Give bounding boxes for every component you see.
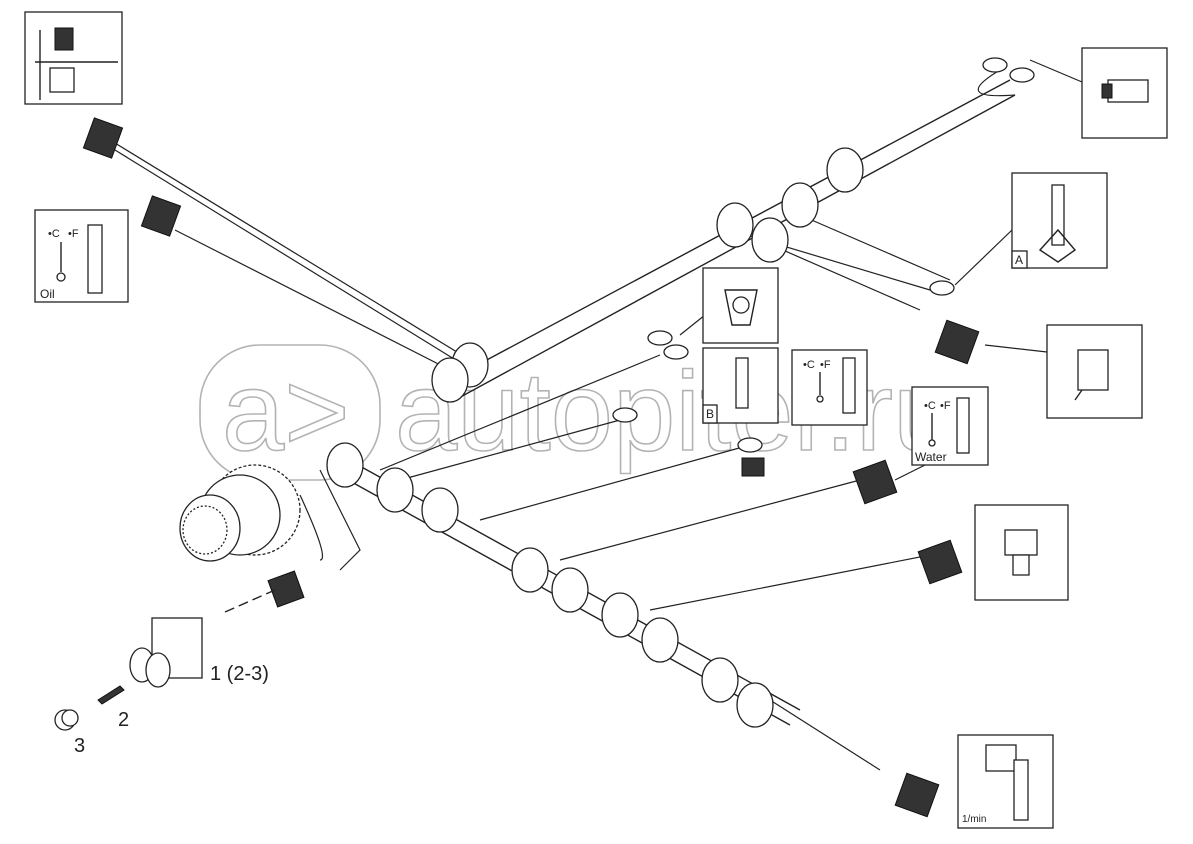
callout-b-sensor: B [702,347,779,424]
harness-sleeves [326,147,864,728]
callout-pressure-sensor [1046,324,1143,419]
harness-wires [109,69,1016,771]
callout-water-sensor: •C •F Water [911,386,989,466]
callout-a-label: A [1015,253,1023,267]
callout-shield [702,267,779,344]
speed-label: 1/min [962,814,986,825]
callout-starter [1081,47,1168,139]
callout-engine-box [24,11,123,105]
callout-temp-sensor: •C •F [791,349,868,426]
callout-pressure-switch [974,504,1069,601]
unit-fahrenheit: •F [68,228,79,240]
ring-terminals [612,57,1035,453]
unit-celsius: •C [803,359,815,371]
main-round-connector [179,464,301,562]
unit-celsius: •C [924,400,936,412]
unit-fahrenheit: •F [820,359,831,371]
connectors [82,117,980,818]
loose-parts [54,589,276,731]
leader-lines [679,59,1083,481]
part-2-terminal [97,685,125,705]
part-1-housing [151,617,203,679]
part-label-2: 2 [118,709,129,731]
oil-label: Oil [40,287,55,301]
callout-oil-sensor: •C •F Oil [34,209,129,303]
callout-b-label: B [706,407,714,421]
unit-fahrenheit: •F [940,400,951,412]
part-label-1: 1 (2-3) [210,663,269,685]
callout-a-glow-plug: A [1011,172,1108,269]
part-label-3: 3 [74,735,85,757]
callout-speed-sensor: 1/min [957,734,1054,829]
water-label: Water [915,450,947,464]
unit-celsius: •C [48,228,60,240]
